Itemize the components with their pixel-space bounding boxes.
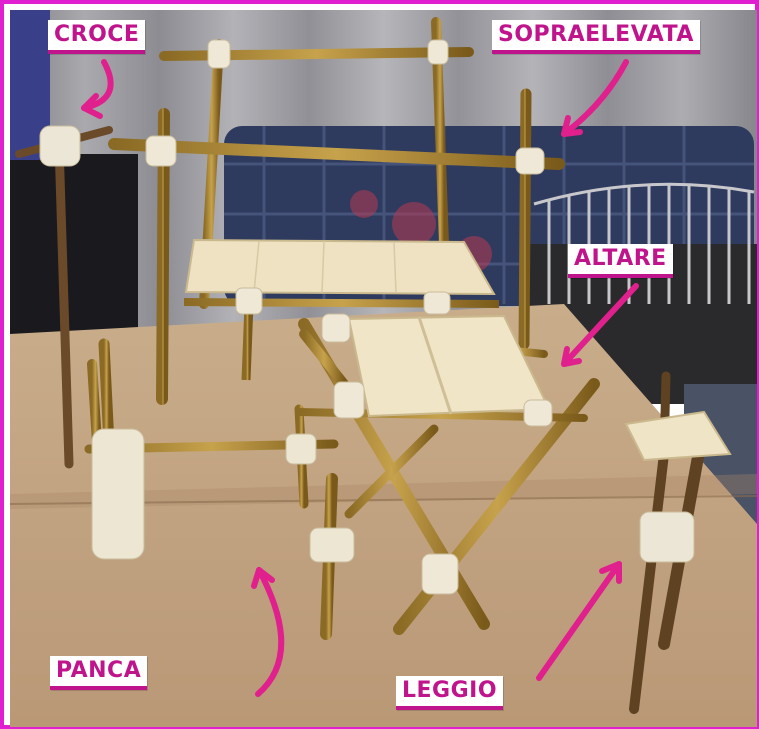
- scene-photo: [10, 10, 757, 727]
- label-sopraelevata: SOPRAELEVATA: [492, 20, 700, 54]
- label-panca: PANCA: [50, 656, 148, 690]
- label-croce: CROCE: [48, 20, 146, 54]
- label-leggio: LEGGIO: [396, 676, 504, 710]
- label-altare: ALTARE: [568, 244, 673, 278]
